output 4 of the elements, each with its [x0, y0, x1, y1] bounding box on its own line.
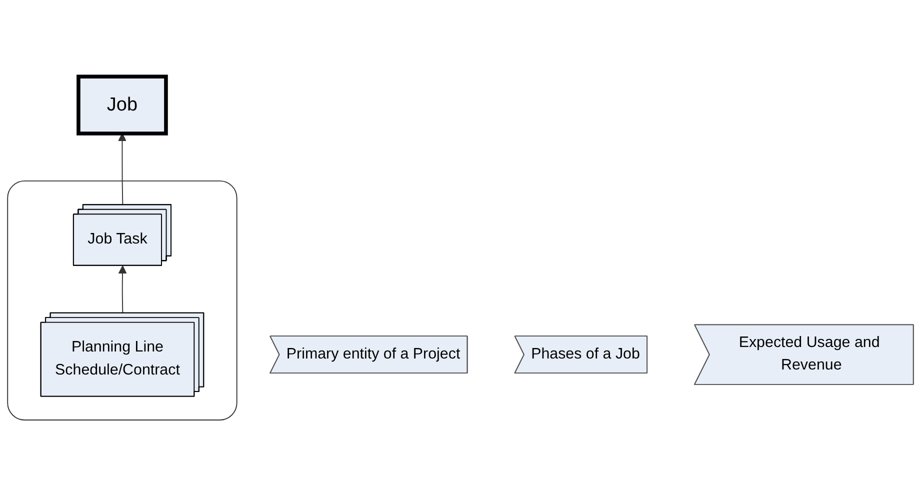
arrow: [118, 133, 126, 206]
cluster: [7, 180, 238, 421]
arrow: [118, 266, 127, 314]
node-box: Job: [76, 74, 168, 136]
